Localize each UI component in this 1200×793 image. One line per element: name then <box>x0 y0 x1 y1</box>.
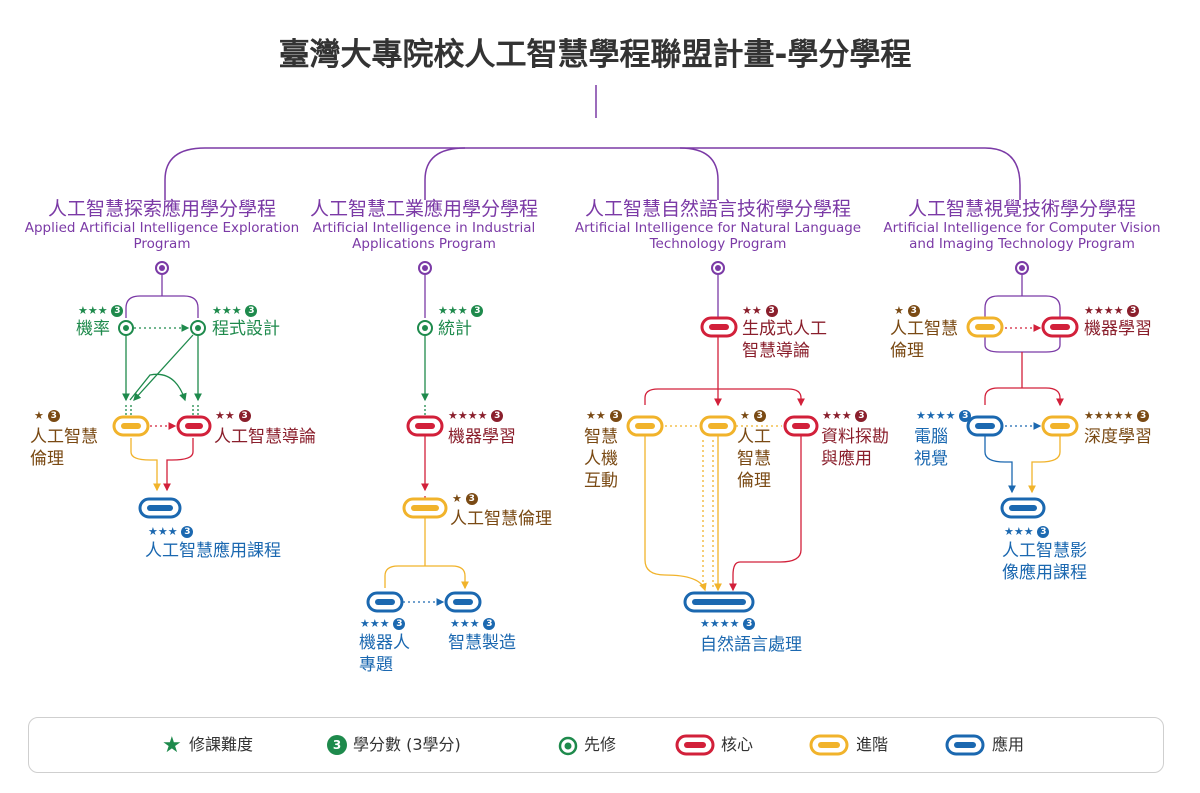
credit-badge: 3 <box>471 305 484 317</box>
program-title-zh: 人工智慧視覺技術學分學程 <box>907 198 1136 220</box>
applied-pills <box>138 415 1046 613</box>
credit-badge: 3 <box>1127 305 1140 317</box>
program-title-en: Artificial Intelligence for Natural Lang… <box>574 220 862 252</box>
course-meta: ★ 3 <box>894 305 920 317</box>
course-meta: ★★★★ 3 <box>448 410 504 422</box>
course-meta: ★★★ 3 <box>822 410 868 422</box>
course-label: 人工智慧倫理 <box>30 427 98 469</box>
credit-badge: 3 <box>855 410 868 422</box>
credit-badge: 3 <box>1137 410 1150 422</box>
yellow-pill-icon <box>809 734 849 756</box>
credit-badge: 3 <box>111 305 124 317</box>
credit-badge: 3 <box>1037 526 1050 538</box>
page-title: 臺灣大專院校人工智慧學程聯盟計畫-學分學程 <box>278 37 912 73</box>
course-label: 人工智慧倫理 <box>890 319 958 361</box>
credit-badge: 3 <box>245 305 258 317</box>
credit-circle-icon: 3 <box>327 735 347 755</box>
course-meta: ★★★ 3 <box>212 305 258 317</box>
credit-badge: 3 <box>907 305 920 317</box>
program-title-zh: 人工智慧工業應用學分學程 <box>309 198 538 220</box>
credit-badge: 3 <box>765 305 778 317</box>
course-label: 人工智慧倫理 <box>450 509 552 529</box>
course-label: 智慧製造 <box>448 633 516 653</box>
course-label: 人工智慧倫理 <box>737 427 771 491</box>
course-meta: ★★★ 3 <box>1004 526 1050 538</box>
legend-core: 核心 <box>721 735 754 754</box>
course-label: 機器人專題 <box>359 633 410 675</box>
target-dot-icon <box>558 736 578 756</box>
program-title-en: Applied Artificial Intelligence Explorat… <box>24 220 300 252</box>
course-label: 生成式人工智慧導論 <box>742 319 827 361</box>
course-meta: ★★★★ 3 <box>916 410 972 422</box>
program-root-dots <box>155 261 1029 275</box>
blue-pill-icon <box>945 734 985 756</box>
course-meta: ★★ 3 <box>586 410 622 422</box>
course-meta: ★★ 3 <box>742 305 778 317</box>
course-label: 機器學習 <box>448 427 516 447</box>
program-title-zh: 人工智慧探索應用學分學程 <box>47 198 276 220</box>
course-meta: ★★ 3 <box>215 410 251 422</box>
program-tree-lines <box>164 85 1021 200</box>
credit-badge: 3 <box>753 410 766 422</box>
credit-badge: 3 <box>959 410 972 422</box>
program-title-zh: 人工智慧自然語言技術學分學程 <box>584 198 851 220</box>
credit-badge: 3 <box>238 410 251 422</box>
credit-badge: 3 <box>181 526 194 538</box>
program-title-en: Artificial Intelligence in Industrial Ap… <box>312 220 536 252</box>
course-label: 人工智慧影像應用課程 <box>1002 541 1087 583</box>
credit-badge: 3 <box>743 618 756 630</box>
course-label: 自然語言處理 <box>700 635 802 655</box>
course-label: 人工智慧應用課程 <box>145 541 281 561</box>
credit-badge: 3 <box>465 493 478 505</box>
course-label: 資料探勘與應用 <box>821 427 889 469</box>
course-meta: ★ 3 <box>34 410 60 422</box>
course-meta: ★★★★★ 3 <box>1084 410 1150 422</box>
course-meta: ★★★ 3 <box>148 526 194 538</box>
program1-connectors <box>122 275 202 492</box>
legend-difficulty: 修課難度 <box>189 735 254 754</box>
course-label: 電腦視覺 <box>914 427 948 469</box>
legend-advanced: 進階 <box>856 735 889 754</box>
legend-applied: 應用 <box>992 735 1025 754</box>
course-meta: ★★★★ 3 <box>700 618 756 630</box>
star-icon: ★ <box>162 733 182 758</box>
course-label: 程式設計 <box>212 319 280 339</box>
red-pill-icon <box>675 734 715 756</box>
course-meta: ★ 3 <box>452 493 478 505</box>
course-label: 機率 <box>76 319 110 339</box>
credit-badge: 3 <box>47 410 60 422</box>
program4-connectors <box>984 275 1064 494</box>
course-label: 人工智慧導論 <box>214 427 316 447</box>
advanced-pills <box>112 316 1079 519</box>
credit-badge: 3 <box>491 410 504 422</box>
course-meta: ★★★ 3 <box>360 618 406 630</box>
course-meta: ★★★ 3 <box>450 618 496 630</box>
course-label: 深度學習 <box>1084 427 1152 447</box>
prereq-nodes <box>118 320 433 336</box>
program-title-en: Artificial Intelligence for Computer Vis… <box>883 220 1161 252</box>
course-meta: ★ 3 <box>740 410 766 422</box>
program3-connectors <box>644 275 805 592</box>
credit-badge: 3 <box>393 618 406 630</box>
course-meta: ★★★ 3 <box>78 305 124 317</box>
course-label: 統計 <box>438 319 472 339</box>
program2-connectors <box>384 275 469 606</box>
legend-prereq: 先修 <box>584 735 617 754</box>
legend-credits: 學分數 (3學分) <box>353 735 461 754</box>
course-meta: ★★★ 3 <box>438 305 484 317</box>
legend-box: ★ 修課難度 3 學分數 (3學分) 先修 核心 進階 應用 <box>28 717 1164 773</box>
course-label: 智慧人機互動 <box>584 427 618 491</box>
credit-badge: 3 <box>609 410 622 422</box>
course-meta: ★★★★ 3 <box>1084 305 1140 317</box>
credit-badge: 3 <box>483 618 496 630</box>
core-pills <box>176 316 1079 437</box>
course-label: 機器學習 <box>1084 319 1152 339</box>
